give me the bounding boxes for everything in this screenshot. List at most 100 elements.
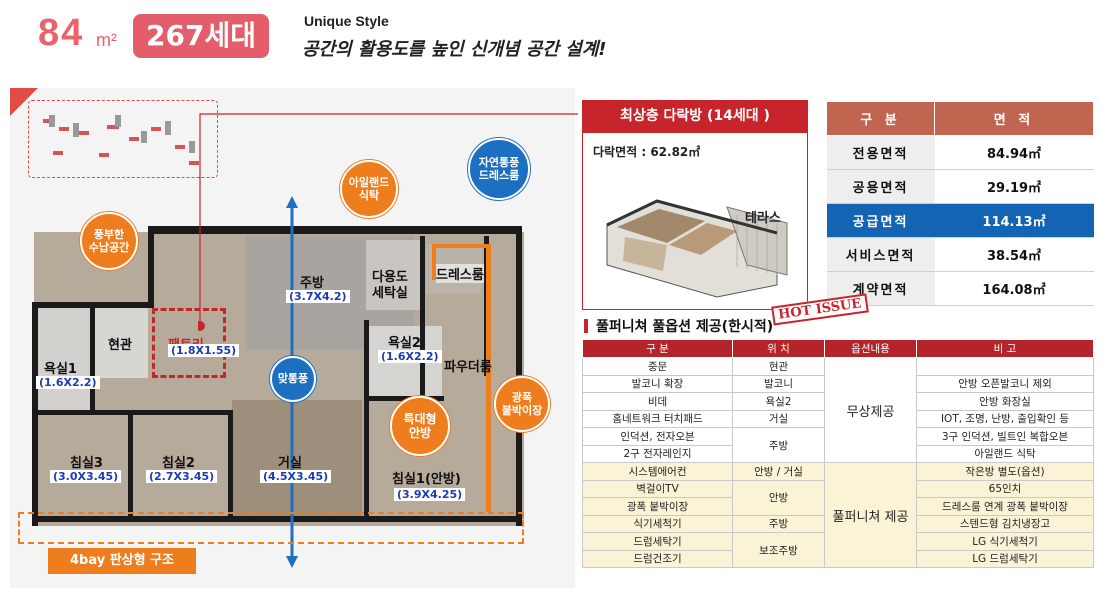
wall <box>32 516 522 522</box>
table-row: 중문 현관 무상제공 <box>582 357 1094 463</box>
wall <box>228 410 233 520</box>
closet-highlight-vertical <box>486 244 491 512</box>
furniture-item: 중문 <box>582 357 733 376</box>
wall <box>364 396 369 520</box>
room-living-label: 거실 <box>278 456 302 471</box>
furniture-location: 욕실2 <box>732 392 825 411</box>
area-row-value: 114.13㎡ <box>934 203 1094 238</box>
furniture-table: 구 분 위 치 옵션내용 비 고 중문 현관 무상제공 발코니 확장 발코니 안… <box>582 339 1094 568</box>
furniture-note: 3구 인덕션, 빌트인 복합오븐 <box>916 427 1094 446</box>
living-floor <box>232 400 362 516</box>
furniture-item: 비데 <box>582 392 733 411</box>
wall <box>90 304 95 412</box>
table-row: 벽걸이TV 안방 65인치 <box>582 479 1094 516</box>
room-bed1-label: 침실1(안방) <box>392 472 461 487</box>
furniture-note: 드레스룸 연계 광폭 붙박이장 <box>916 497 1094 516</box>
site-plan-graphic <box>43 115 199 165</box>
area-row-value: 164.08㎡ <box>934 271 1094 306</box>
callout-closet: 광폭 붙박이장 <box>494 376 550 432</box>
area-row-label: 전용면적 <box>826 135 935 170</box>
room-bed2-label: 침실2 <box>162 456 195 471</box>
wall <box>364 396 444 401</box>
furniture-note <box>916 357 1094 376</box>
callout-master-text: 특대형 안방 <box>403 411 437 440</box>
callout-natural-vent: 자연통풍 드레스룸 <box>468 138 530 200</box>
room-bath1-label: 욕실1 <box>44 362 77 377</box>
furniture-item: 식기세척기 <box>582 514 733 533</box>
furniture-item: 발코니 확장 <box>582 374 733 393</box>
attic-terrace-label: 테라스 <box>745 211 781 226</box>
room-bed3-dim: (3.0X3.45) <box>50 470 122 483</box>
utility-floor <box>366 240 424 310</box>
furniture-item: 시스템에어컨 <box>582 462 733 481</box>
full-furniture-cell: 풀퍼니쳐 제공 <box>824 462 917 568</box>
table-row: 드럼건조기 LG 드럼세탁기 <box>582 549 1094 568</box>
panel-corner-mark <box>10 88 38 116</box>
bay-label: 4bay 판상형 구조 <box>48 548 196 574</box>
furniture-location: 현관 <box>732 357 825 376</box>
room-kitchen-label: 주방 <box>300 276 324 291</box>
furniture-location: 거실 <box>732 409 825 428</box>
room-bath2-dim: (1.6X2.2) <box>378 350 442 363</box>
room-powder-label: 파우더룸 <box>444 360 492 375</box>
room-pantry-dim: (1.8X1.55) <box>168 344 240 357</box>
furniture-item: 인덕션, 전자오븐 <box>582 427 733 446</box>
attic-3d-plan <box>606 199 788 298</box>
wall <box>364 320 369 400</box>
furniture-item: 벽걸이TV <box>582 479 733 498</box>
room-utility-label: 다용도 세탁실 <box>372 270 408 301</box>
attic-box: 다락면적 : 62.82㎡ 테라스 <box>582 132 808 310</box>
area-row-label: 공급면적 <box>826 203 935 238</box>
furniture-note: 아일랜드 식탁 <box>916 444 1094 463</box>
furniture-title: 풀퍼니쳐 풀옵션 제공(한시적) <box>584 316 773 336</box>
room-dressroom-label: 드레스룸 <box>436 264 484 283</box>
households-badge: 267세대 <box>133 14 269 58</box>
room-bath1-dim: (1.6X2.2) <box>36 376 100 389</box>
pantry-highlight <box>152 308 226 378</box>
header-area-number: 84 <box>38 12 85 54</box>
furniture-note: 65인치 <box>916 479 1094 498</box>
attic-area-label: 다락면적 : 62.82㎡ <box>593 145 701 159</box>
attic-leader-line <box>198 113 578 331</box>
callout-island: 아일랜드 식탁 <box>340 160 398 218</box>
area-row-value: 38.54㎡ <box>934 237 1094 272</box>
table-row: 시스템에어컨 안방 / 거실 풀퍼니쳐 제공 작은방 별도(옵션) <box>582 462 1094 568</box>
callout-storage: 풍부한 수납공간 <box>80 212 138 270</box>
furniture-note: LG 드럼세탁기 <box>916 549 1094 568</box>
furniture-location: 주방 <box>732 427 825 463</box>
room-bath2-label: 욕실2 <box>388 336 421 351</box>
table-row: 비데 욕실2 안방 화장실 <box>582 392 1094 411</box>
furniture-note: 안방 화장실 <box>916 392 1094 411</box>
furniture-note: IOT, 조명, 난방, 출입확인 등 <box>916 409 1094 428</box>
area-header-area: 면 적 <box>934 101 1094 136</box>
furniture-header-item: 구 분 <box>582 339 733 358</box>
style-label: Unique Style <box>304 13 389 29</box>
furniture-item: 드럼건조기 <box>582 549 733 568</box>
room-living-dim: (4.5X3.45) <box>260 470 332 483</box>
furniture-note: LG 식기세척기 <box>916 532 1094 551</box>
area-row-value: 29.19㎡ <box>934 169 1094 204</box>
wall <box>128 410 133 520</box>
area-row-label: 서비스면적 <box>826 237 935 272</box>
area-row-value: 84.94㎡ <box>934 135 1094 170</box>
furniture-note: 스텐드형 김치냉장고 <box>916 514 1094 533</box>
room-bed1-dim: (3.9X4.25) <box>394 488 466 501</box>
callout-closet-text: 광폭 붙박이장 <box>501 390 543 417</box>
callout-natural-vent-text: 자연통풍 드레스룸 <box>478 155 520 182</box>
wall <box>148 226 522 234</box>
site-mini-plan <box>28 100 218 178</box>
furniture-item: 광폭 붙박이장 <box>582 497 733 516</box>
table-row: 인덕션, 전자오븐 주방 3구 인덕션, 빌트인 복합오븐 <box>582 427 1094 463</box>
bay-strip <box>18 512 524 544</box>
callout-master: 특대형 안방 <box>390 396 450 456</box>
furniture-item: 홈네트워크 터치패드 <box>582 409 733 428</box>
callout-cross-vent: 맞통풍 <box>270 356 316 402</box>
furniture-location: 보조주방 <box>732 532 825 568</box>
table-row: 드럼세탁기 보조주방 LG 식기세척기 <box>582 532 1094 568</box>
room-entrance-label: 현관 <box>108 338 132 353</box>
wall <box>148 232 154 308</box>
furniture-note: 작은방 별도(옵션) <box>916 462 1094 481</box>
